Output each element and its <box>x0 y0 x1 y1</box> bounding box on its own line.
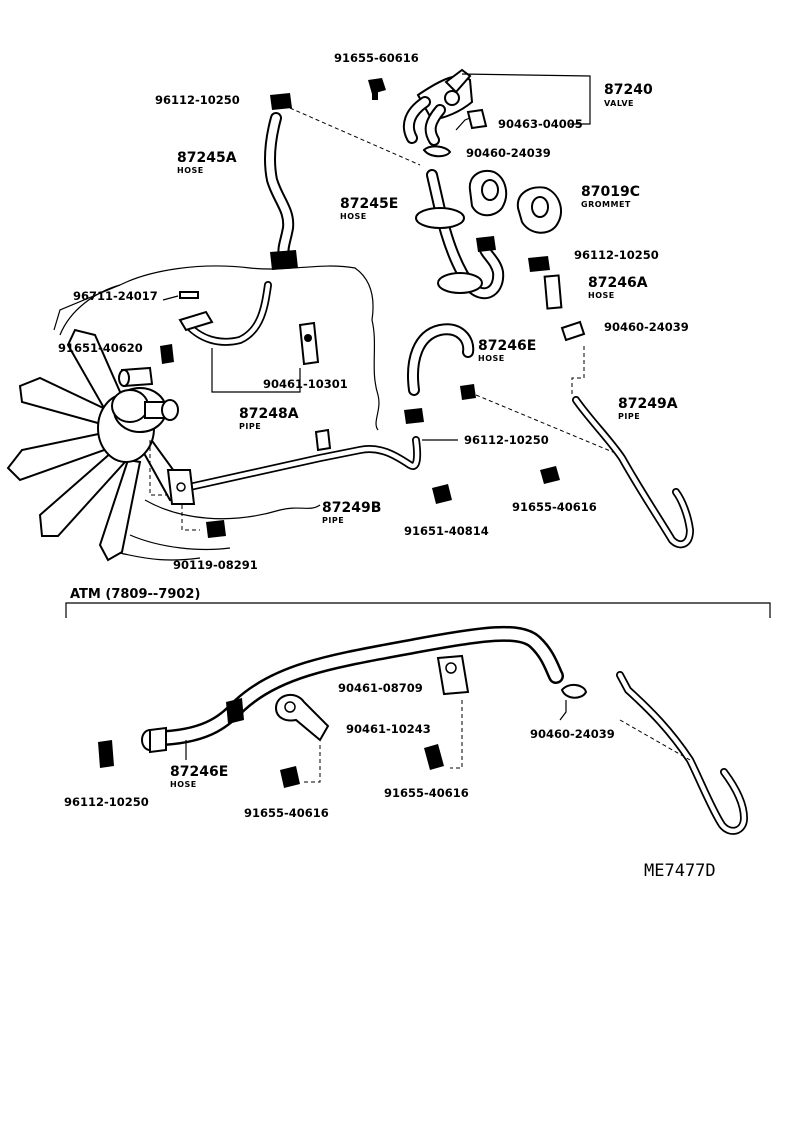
label-91655-60616: 91655-60616 <box>334 51 419 65</box>
clip-90463-04005 <box>466 108 488 130</box>
label-87019C-sub: GROMMET <box>581 200 631 209</box>
label-96112-10250-c: 96112-10250 <box>464 433 549 447</box>
label-87246E-atm: 87246E <box>170 764 228 780</box>
pipe-87249A <box>572 396 694 549</box>
label-90463-04005: 90463-04005 <box>498 117 583 131</box>
label-96112-10250-b: 96112-10250 <box>574 248 659 262</box>
clamp-96112-10250-top <box>270 93 292 110</box>
label-91655-40616-b: 91655-40616 <box>384 786 469 800</box>
label-90460-24039-a: 90460-24039 <box>466 146 551 160</box>
label-91655-40616-c: 91655-40616 <box>244 806 329 820</box>
label-91651-40620: 91651-40620 <box>58 341 143 355</box>
pipe-87249B <box>166 428 422 505</box>
label-87248A: 87248A <box>239 406 299 422</box>
label-87246A-sub: HOSE <box>588 291 615 300</box>
label-87249A-sub: PIPE <box>618 412 640 421</box>
pipe-atm <box>616 671 748 835</box>
label-90119-08291: 90119-08291 <box>173 558 258 572</box>
label-87019C: 87019C <box>581 184 640 200</box>
engine-outline <box>119 265 380 431</box>
label-96711-24017: 96711-24017 <box>73 289 158 303</box>
label-87240: 87240 <box>604 82 653 98</box>
hose-87245E <box>415 169 505 300</box>
label-87246A: 87246A <box>588 275 648 291</box>
label-87246E-sub: HOSE <box>478 354 505 363</box>
bolt-91655-60616 <box>368 78 386 100</box>
diagram-code: ME7477D <box>644 861 716 881</box>
section-bracket <box>65 602 771 618</box>
clip-90461-08709 <box>436 654 470 696</box>
valve-87240 <box>402 68 474 146</box>
label-87246E: 87246E <box>478 338 536 354</box>
clip-90461-10301 <box>298 321 320 366</box>
section-title: ATM (7809--7902) <box>70 587 200 602</box>
label-87249B: 87249B <box>322 500 381 516</box>
label-96112-10250-a: 96112-10250 <box>155 93 240 107</box>
label-90461-10301: 90461-10301 <box>263 377 348 391</box>
label-87245A: 87245A <box>177 150 237 166</box>
hose-87246A <box>543 274 563 310</box>
label-87240-sub: VALVE <box>604 99 634 108</box>
label-87249B-sub: PIPE <box>322 516 344 525</box>
label-87245E-sub: HOSE <box>340 212 367 221</box>
label-90460-24039-b: 90460-24039 <box>604 320 689 334</box>
label-87246E-atm-sub: HOSE <box>170 780 197 789</box>
pipe-87248A <box>178 281 272 346</box>
hose-87246E-atm <box>141 625 564 754</box>
label-96112-10250-d: 96112-10250 <box>64 795 149 809</box>
label-90460-24039-c: 90460-24039 <box>530 727 615 741</box>
label-87245A-sub: HOSE <box>177 166 204 175</box>
clip-90461-10243 <box>274 693 330 742</box>
label-91651-40814: 91651-40814 <box>404 524 489 538</box>
label-91655-40616-a: 91655-40616 <box>512 500 597 514</box>
label-87249A: 87249A <box>618 396 678 412</box>
label-87245E: 87245E <box>340 196 398 212</box>
label-87248A-sub: PIPE <box>239 422 261 431</box>
fan <box>6 328 187 562</box>
grommet-87019C <box>468 170 562 234</box>
clamp-90460-24039-top <box>422 145 452 158</box>
label-90461-10243: 90461-10243 <box>346 722 431 736</box>
label-90461-08709: 90461-08709 <box>338 681 423 695</box>
